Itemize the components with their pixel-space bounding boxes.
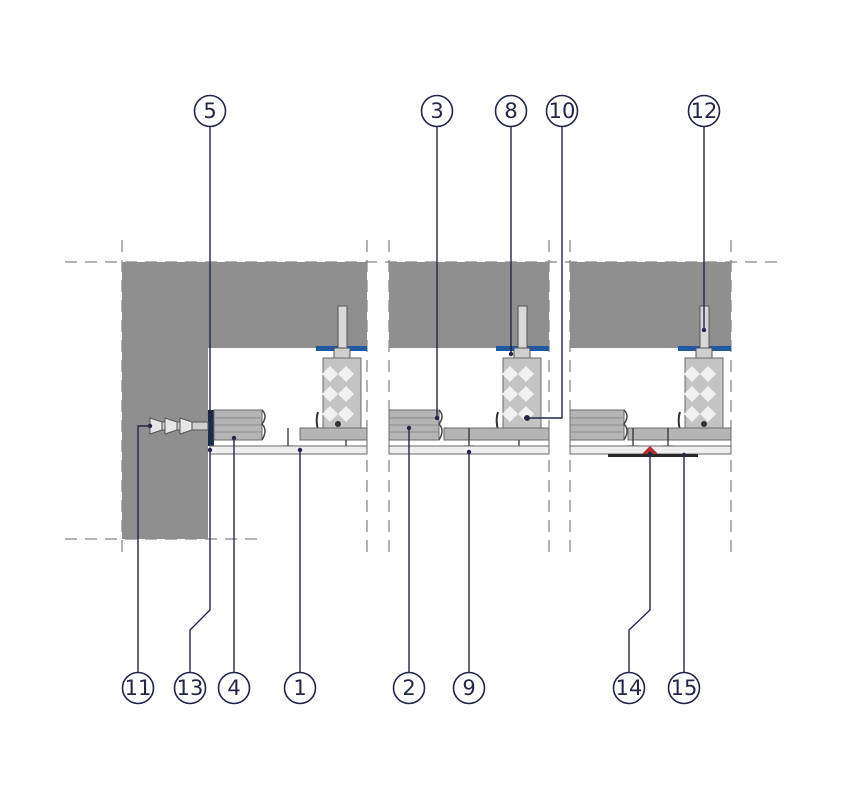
callout-5: 5: [193, 94, 227, 128]
leader-lines: [137, 126, 705, 672]
concrete-slab-wall-1: [122, 262, 367, 539]
callout-4: 4: [217, 671, 251, 705]
callout-5-text: 5: [203, 99, 216, 123]
ceiling-profile-1: [213, 409, 266, 441]
callout-4-text: 4: [227, 676, 240, 700]
callout-2-text: 2: [402, 676, 415, 700]
callout-1-text: 1: [293, 676, 306, 700]
callout-bubbles-bottom: 11 13 4 1 2 9 14 15: [121, 671, 701, 705]
primary-profile-3: [627, 427, 732, 441]
callout-11-text: 11: [125, 676, 152, 700]
callout-14-text: 14: [616, 676, 643, 700]
callout-8: 8: [494, 94, 528, 128]
hanger-2: [495, 305, 549, 441]
callout-12-text: 12: [691, 99, 718, 123]
perimeter-channel: [208, 410, 214, 446]
concrete-structure: [122, 262, 731, 539]
callout-9-text: 9: [462, 676, 475, 700]
joint-filler: [642, 446, 658, 454]
leader-dots: [147, 327, 707, 458]
leader-11: [137, 425, 150, 672]
callout-14: 14: [612, 671, 646, 705]
callout-2: 2: [392, 671, 426, 705]
callout-3-text: 3: [430, 99, 443, 123]
primary-profile-2: [443, 427, 550, 441]
callout-8-text: 8: [504, 99, 517, 123]
callout-15-text: 15: [671, 676, 698, 700]
callout-13: 13: [173, 671, 207, 705]
callout-3: 3: [420, 94, 454, 128]
leader-14: [628, 454, 651, 672]
leader-13: [189, 450, 211, 672]
callout-10: 10: [545, 94, 579, 128]
leader-10: [527, 126, 563, 419]
callout-1: 1: [283, 671, 317, 705]
callout-15: 15: [667, 671, 701, 705]
joint-tape: [608, 454, 698, 457]
callout-10-text: 10: [549, 99, 576, 123]
callout-bubbles-top: 5 3 8 10 12: [193, 94, 721, 128]
callout-11: 11: [121, 671, 155, 705]
callout-13-text: 13: [177, 676, 204, 700]
hanger-3: [677, 305, 731, 441]
callout-9: 9: [452, 671, 486, 705]
callout-12: 12: [687, 94, 721, 128]
primary-profile-1: [299, 427, 368, 441]
section-3-assembly: [569, 305, 732, 457]
section-1-assembly: [149, 305, 368, 455]
